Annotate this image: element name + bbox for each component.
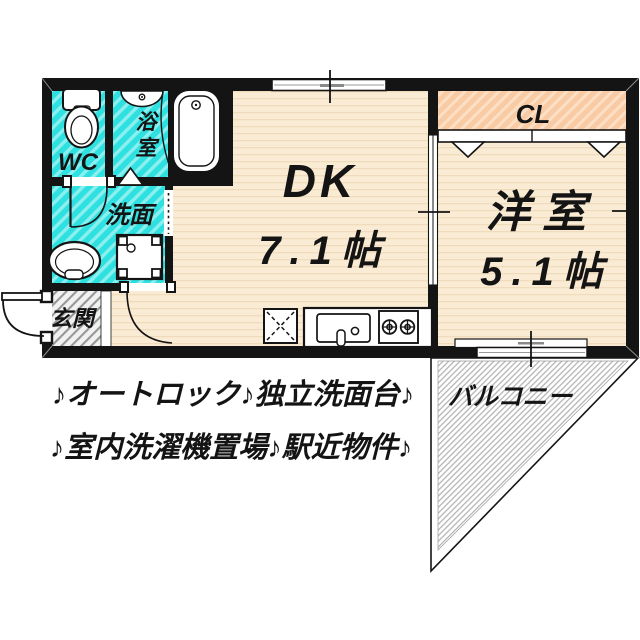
entrance-floor [52,291,101,347]
feature-text-line1: ♪オートロック♪独立洗面台♪ [52,378,415,411]
dimension-ticks [329,70,639,367]
label-balcony: バルコニー [448,383,574,411]
hallway-door [119,281,176,344]
wall-wet-south [52,177,233,186]
kitchen-counter [302,306,434,349]
washing-machine-icon [115,233,164,281]
door-hinge-bracket [166,281,176,293]
entrance-door [1,289,54,345]
label-dk-name: DK [283,155,357,207]
label-closet: CL [516,99,551,129]
label-washroom: 洗面 [105,202,157,229]
door-hinge-bracket [39,330,54,345]
door-hinge-bracket [119,281,129,293]
label-western-room-name: 洋室 [486,188,598,237]
door-swing-arc [70,186,108,228]
door-swing-arc [126,290,173,344]
entrance-step [100,290,112,348]
label-dk-size: 7.1帖 [258,229,390,273]
wall-wc-bath [105,91,113,179]
wall-corner-miters [41,77,640,359]
door-hinge-bracket [106,175,116,188]
washbasin-icon [47,240,102,281]
toilet-icon [62,88,101,149]
wall-west [42,78,52,358]
wc-washroom-door [62,175,116,228]
washroom-dk-door [164,190,173,236]
wall-east [626,78,639,358]
refrigerator-space-icon [263,308,298,344]
wall-bath-dk [225,91,233,186]
feature-text-line2: ♪室内洗濯機置場♪駅近物件♪ [50,431,413,464]
window-north [271,78,387,92]
balcony-deck [437,360,629,551]
door-swing-arc [2,299,45,337]
label-bathroom-char2: 室 [136,136,160,160]
kitchen-sink-icon [316,313,371,347]
label-wc: WC [58,149,99,176]
label-bathroom-char1: 浴 [136,111,160,134]
stove-icon [378,310,419,344]
door-hinge-bracket [62,175,72,188]
door-leaf [1,292,43,301]
closet-door-marker [585,141,623,159]
bath-screen-curve [160,91,175,179]
closet-doors [437,129,627,159]
label-bathroom: 浴室 [136,111,160,160]
bath-door-marker [116,166,145,186]
bath-counter-icon [120,90,175,179]
wall-washroom-south [42,283,173,291]
label-western-room-size: 5.1帖 [480,250,612,294]
bathtub-icon [174,91,219,171]
closet-floor [438,91,626,130]
dk-western-sliding-door [427,134,439,286]
label-entrance: 玄関 [50,306,98,331]
closet-door-marker [449,141,487,159]
